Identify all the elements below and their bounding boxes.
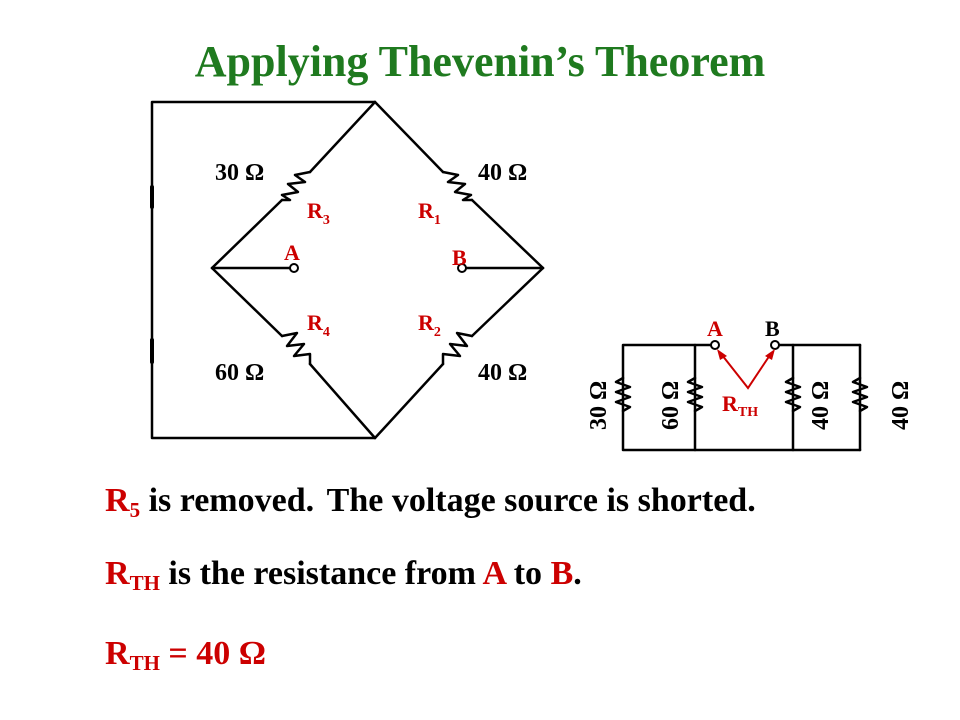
eq-node-a-label: A <box>707 316 723 341</box>
node-a-label: A <box>284 240 300 265</box>
eq-terminal-b <box>770 340 780 350</box>
eq-value-40b: 40 Ω <box>888 381 914 430</box>
node-b-label: B <box>452 245 467 270</box>
r2-label: R2 <box>418 310 441 340</box>
shorted-text: The voltage source is shorted. <box>326 482 756 519</box>
eq-value-30: 30 Ω <box>586 381 612 430</box>
rth-symbol: RTH <box>105 555 160 595</box>
bridge-wires <box>150 100 545 440</box>
r1-value: 40 Ω <box>478 160 527 186</box>
eq-zigzag-30 <box>614 376 632 413</box>
r3-zigzag <box>280 170 312 202</box>
r1-label: R1 <box>418 198 441 228</box>
eq-terminal-a <box>710 340 720 350</box>
result-value: = 40 Ω <box>159 635 267 672</box>
eq-zigzag-60 <box>686 376 704 413</box>
r4-label: R4 <box>307 310 330 340</box>
r4-value: 60 Ω <box>215 360 264 386</box>
result-line: RTH = 40 Ω <box>105 635 267 675</box>
terminal-a <box>289 263 299 273</box>
statement-line-1: R5 is removed. The voltage source is sho… <box>105 482 756 523</box>
r4-zigzag <box>280 331 312 366</box>
r3-label: R3 <box>307 198 330 228</box>
r3-value: 30 Ω <box>215 160 264 186</box>
r2-zigzag <box>441 331 474 366</box>
eq-rth-label: RTH <box>722 391 758 420</box>
equivalent-circuit <box>614 343 869 452</box>
r1-zigzag <box>441 170 474 202</box>
statement-line-2: RTH is the resistance from A to B. <box>105 555 582 595</box>
node-b-ref: B <box>550 555 574 592</box>
rth-arrowhead-a <box>717 349 727 360</box>
terminal-b <box>457 263 467 273</box>
removed-text: is removed. <box>140 482 315 519</box>
r5-symbol: R5 <box>105 482 141 522</box>
r2-value: 40 Ω <box>478 360 527 386</box>
eq-zigzag-40b <box>851 376 869 413</box>
eq-zigzag-40a <box>784 376 802 413</box>
eq-value-60: 60 Ω <box>658 381 684 430</box>
slide-title: Applying Thevenin’s Theorem <box>194 37 766 86</box>
rth-arrow <box>721 354 771 390</box>
eq-value-40a: 40 Ω <box>808 381 834 430</box>
rth-arrowhead-b <box>765 349 775 360</box>
eq-node-b-label: B <box>765 316 780 341</box>
node-a-ref: A <box>482 555 506 592</box>
